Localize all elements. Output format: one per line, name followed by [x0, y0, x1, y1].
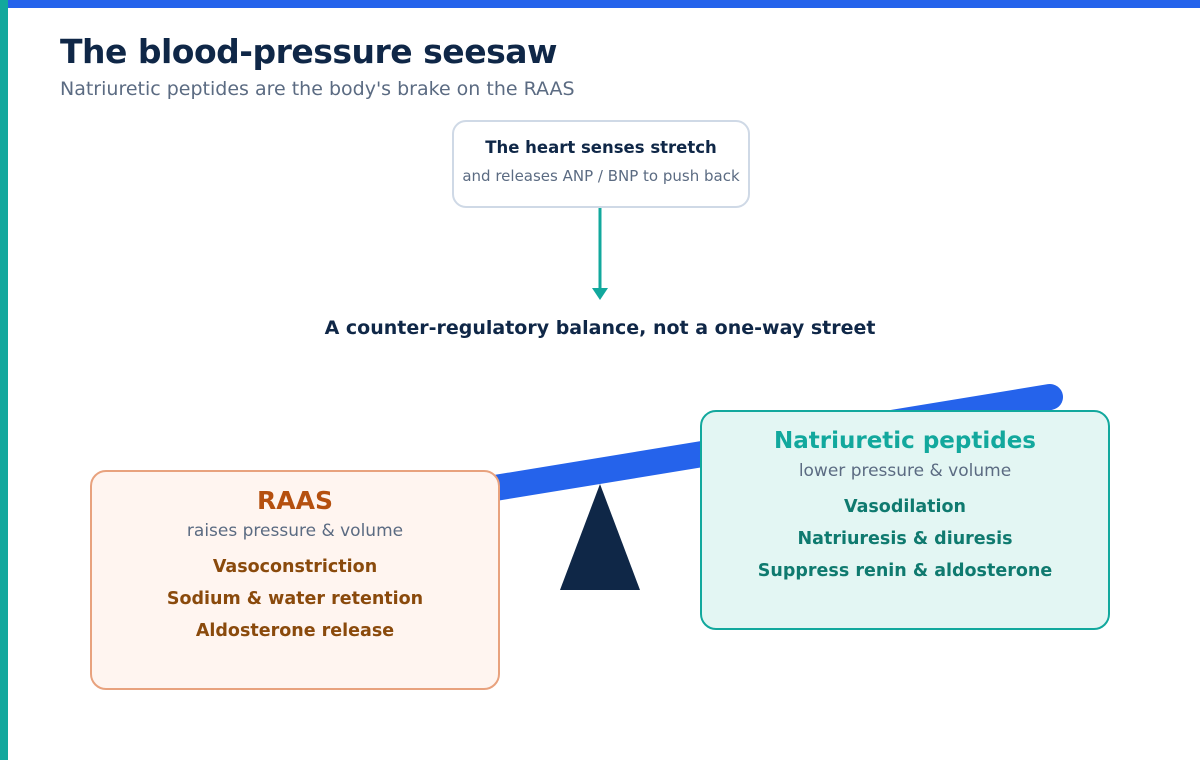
- raas-effect-item: Vasoconstriction: [212, 557, 378, 577]
- natriuretic-panel: Natriuretic peptides lower pressure & vo…: [700, 410, 1110, 630]
- natriuretic-effects-list: Vasodilation Natriuresis & diuresis Supp…: [702, 496, 1108, 592]
- balance-caption: A counter-regulatory balance, not a one-…: [324, 317, 876, 339]
- heart-callout-title: The heart senses stretch: [485, 138, 717, 157]
- heart-callout: The heart senses stretch and releases AN…: [452, 120, 750, 208]
- raas-effect-item: Sodium & water retention: [166, 589, 424, 609]
- raas-subheading: raises pressure & volume: [186, 521, 404, 541]
- natriuretic-effect-item: Suppress renin & aldosterone: [757, 561, 1053, 581]
- natriuretic-effect-item: Vasodilation: [843, 497, 966, 517]
- seesaw-fulcrum: [560, 484, 640, 590]
- page-title: The blood-pressure seesaw: [60, 32, 557, 71]
- heart-callout-subtitle: and releases ANP / BNP to push back: [462, 167, 740, 185]
- top-accent-bar: [0, 0, 1200, 8]
- natriuretic-effect-item: Natriuresis & diuresis: [797, 529, 1013, 549]
- page-subtitle: Natriuretic peptides are the body's brak…: [60, 78, 575, 100]
- raas-panel: RAAS raises pressure & volume Vasoconstr…: [90, 470, 500, 690]
- natriuretic-heading: Natriuretic peptides: [774, 428, 1036, 454]
- left-accent-bar: [0, 0, 8, 760]
- raas-effect-item: Aldosterone release: [195, 621, 395, 641]
- natriuretic-subheading: lower pressure & volume: [798, 461, 1012, 481]
- raas-effects-list: Vasoconstriction Sodium & water retentio…: [92, 556, 498, 652]
- release-arrow-head: [592, 288, 608, 300]
- raas-heading: RAAS: [257, 486, 333, 515]
